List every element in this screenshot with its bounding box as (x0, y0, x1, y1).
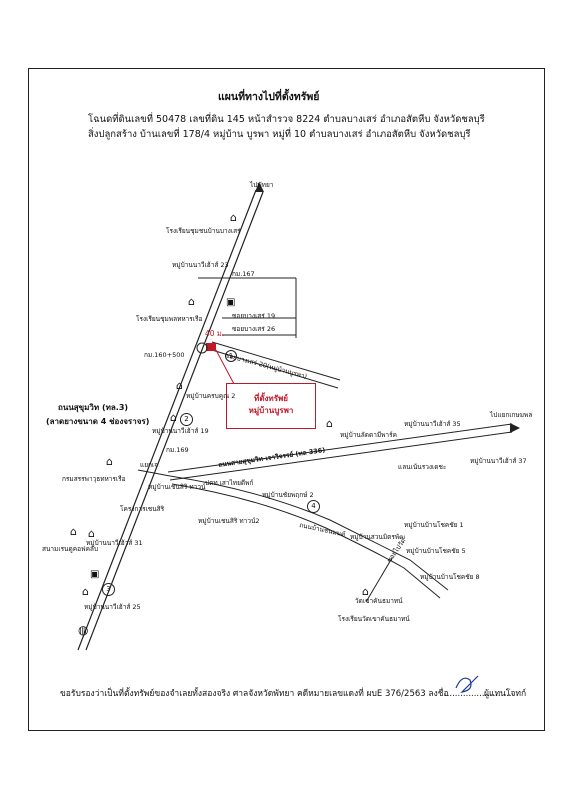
landmark-label: หมู่บ้านนาวีเฮ้าส์ 19 (152, 427, 209, 435)
landmark-label: โรงเรียนชุมพลทหารเรือ (136, 315, 203, 323)
property-label: ที่ตั้งทรัพย์ (254, 394, 288, 403)
property-marker (206, 343, 216, 351)
school-icon: ⌂ (188, 295, 195, 308)
km-169-label: กม.169 (166, 446, 189, 454)
km-160-label: กม.160+500 (144, 351, 185, 359)
deed-line: โฉนดที่ดินเลขที่ 50478 เลขที่ดิน 145 หน้… (88, 114, 485, 125)
signature-dots: .......................... (444, 689, 515, 699)
landmark-label: หมู่บ้านนาวีเฮ้าส์ 23 (172, 261, 229, 269)
sukhumvit-road-line-a (77, 189, 257, 651)
landmark-label: สนามเรนดูคอฟคลับ (42, 545, 99, 553)
navy-icon: ⌂ (106, 455, 113, 468)
landmark-label: หมู่บ้านบ้านโชคชัย 5 (406, 547, 466, 555)
sukhumvit-road-line-b (85, 191, 264, 651)
property-pointer-line (215, 349, 235, 385)
soi-19-label: ซอยบางเสร่ 19 (232, 312, 276, 320)
marker-4: 4 (307, 500, 320, 513)
sukhumvit-label: ถนนสุขุมวิท (ทล.3) (58, 403, 129, 412)
intersection-label: แยกเจ (140, 461, 158, 469)
village-icon: ⌂ (88, 527, 95, 540)
north-arrow-icon (255, 182, 264, 192)
landmark-label: ปตท.เสาไทยดีพก์ (205, 479, 254, 487)
village-icon: ⌂ (170, 411, 177, 424)
building-line: สิ่งปลูกสร้าง บ้านเลขที่ 178/4 หมู่บ้าน … (88, 129, 471, 140)
village-icon: ⌂ (176, 379, 183, 392)
temple-icon: ⌂ (362, 585, 369, 598)
property-village: หมู่บ้านบูรพา (248, 406, 294, 415)
landmark-label: กรมสรรพาวุธทหารเรือ (62, 475, 126, 483)
school-icon: ⌂ (230, 211, 237, 224)
village-icon: ⌂ (70, 525, 77, 538)
landmark-label: หมู่บ้านบ้านโชคชัย 1 (404, 521, 464, 529)
khao-road-line-b (171, 483, 441, 599)
village-icon: ⌂ (326, 417, 333, 430)
marker-2: 2 (180, 413, 193, 426)
village-icon: ⌂ (82, 585, 89, 598)
signer-label: ผู้แทนโจทก์ (484, 689, 527, 699)
landmark-label: แลนเน้นรวงเดชะ (398, 463, 447, 471)
gas-station-icon: ◍ (78, 623, 89, 637)
km-post-icon (196, 342, 208, 354)
landmark-label: หมู่บ้านนาวีเฮ้าส์ 25 (84, 603, 141, 611)
landmark-label: หมู่บ้านลัดดามีพาร์ค (340, 431, 397, 439)
distance-label: 40 ม. (205, 329, 225, 338)
landmark-label: หมู่บ้านเชนสิริ ทาวน์ (148, 483, 206, 491)
marker-1: 1 (225, 350, 237, 362)
landmark-label: หมู่บ้านชัยพฤกษ์ 2 (262, 491, 314, 499)
landmark-label: โครงการเชนสิริ (120, 505, 165, 513)
marker-3: 3 (102, 583, 115, 596)
certification-text: ขอรับรองว่าเป็นที่ตั้งทรัพย์ของจำเลยทั้ง… (60, 689, 449, 699)
landmark-label: หมู่บ้านสวนมิตรพัฒ (350, 533, 406, 541)
east-arrow-icon (510, 423, 520, 433)
landmark-label: หมู่บ้านบ้านโชคชัย 8 (420, 573, 480, 581)
landmark-label: โรงเรียนวัดเขาคันธมาทน์ (338, 615, 410, 623)
to-kasemphon-label: ไปแยกเกษมพล (490, 411, 533, 419)
landmark-label: หมู่บ้านนาวีเฮ้าส์ 35 (404, 420, 461, 428)
landmark-label: หมู่บ้านนาวีเฮ้าส์ 31 (86, 539, 143, 547)
khao-road-line-a (169, 475, 449, 591)
hwy-336-line-b (169, 431, 513, 481)
property-location-box: ที่ตั้งทรัพย์ หมู่บ้านบูรพา (226, 383, 316, 429)
landmark-label: โรงเรียนชุมชนบ้านบางเสร่ (166, 227, 241, 235)
temple-soi (365, 557, 393, 603)
hwy-336-line-a (167, 423, 513, 473)
soi-26-label: ซอยบางเสร่ 26 (232, 325, 276, 333)
landmark-label: หมู่บ้านครบคูณ 2 (186, 392, 236, 400)
km-167-label: กม.167 (232, 270, 255, 278)
landmark-label: วัดเขาคันธมาทน์ (355, 597, 403, 605)
soi-20-line-a (211, 341, 341, 381)
to-pattaya-label: ไปพัทยา (250, 181, 274, 189)
store-icon: ▣ (90, 569, 100, 580)
landmark-label: หมู่บ้านนาวีเฮ้าส์ 37 (470, 457, 527, 465)
sukhumvit-lanes-label: (ลาดยางขนาด 4 ช่องจราจร) (46, 417, 150, 426)
store-icon: ▣ (226, 297, 236, 308)
junction-link (137, 469, 171, 477)
page-title: แผนที่ทางไปที่ตั้งทรัพย์ (218, 91, 320, 103)
landmark-label: หมู่บ้านเชนสิริ ทาวน์2 (198, 517, 260, 525)
map-frame (28, 68, 545, 731)
